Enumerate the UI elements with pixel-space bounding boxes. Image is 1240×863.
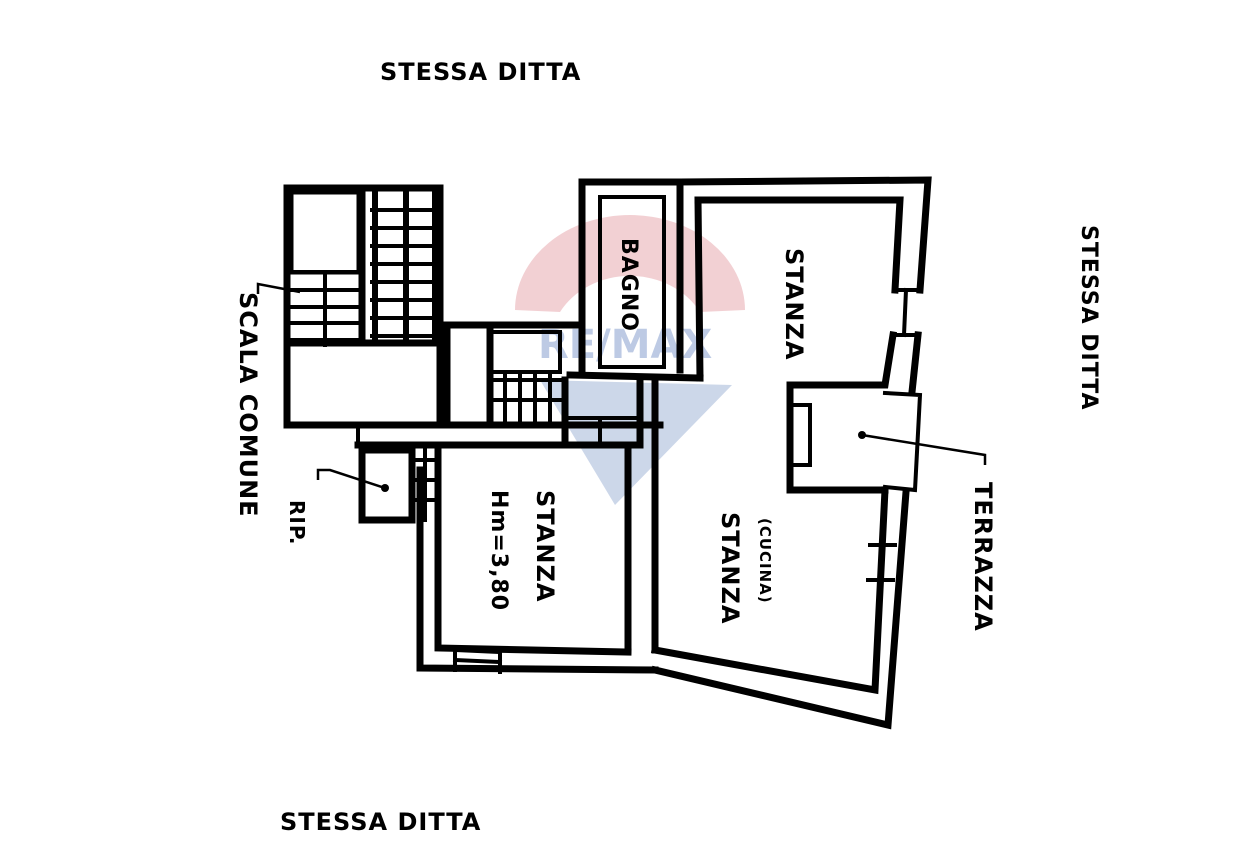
label-rip: RIP.: [285, 500, 309, 545]
room-stanza-cucina: STANZA (CUCINA): [650, 486, 910, 730]
label-terrazza: TERRAZZA: [969, 482, 997, 632]
stairs-label-group: SCALA COMUNE: [234, 282, 301, 518]
terrace: TERRAZZA: [786, 381, 997, 632]
label-cucina-note: (CUCINA): [756, 518, 774, 604]
label-bagno: BAGNO: [616, 238, 641, 332]
storage-rip: RIP.: [285, 446, 440, 545]
label-room-height: Hm=3,80: [486, 490, 511, 611]
label-stanza-cucina: STANZA: [716, 512, 744, 624]
corridor-walls: [436, 321, 584, 429]
bathroom: BAGNO: [566, 178, 704, 382]
neighbor-bottom-label: STESSA DITTA: [280, 808, 481, 836]
label-scala-comune: SCALA COMUNE: [234, 292, 262, 518]
hall-junction: [561, 374, 659, 654]
room-stanza-left: STANZA Hm=3,80: [416, 441, 659, 674]
label-stanza-top: STANZA: [780, 248, 808, 360]
stairwell: [283, 184, 444, 429]
neighbor-top-label: STESSA DITTA: [380, 58, 581, 86]
label-stanza-left: STANZA: [531, 490, 559, 602]
neighbor-right-label: STESSA DITTA: [1076, 225, 1101, 411]
